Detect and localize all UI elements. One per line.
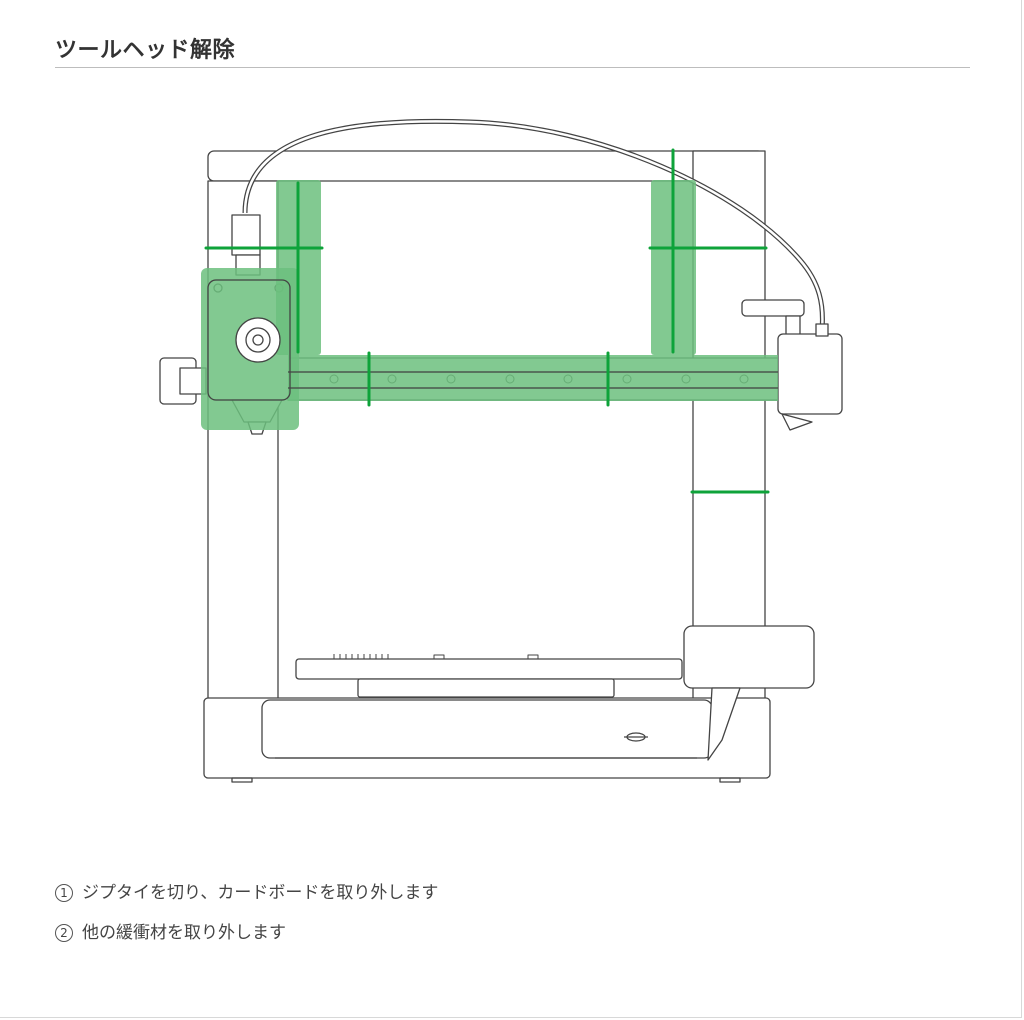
gantry-packing bbox=[288, 355, 778, 401]
step-number-badge: 2 bbox=[55, 924, 73, 942]
step-number-badge: 1 bbox=[55, 884, 73, 902]
title-divider bbox=[55, 67, 970, 68]
instruction-list: 1 ジプタイを切り、カードボードを取り外します 2 他の緩衝材を取り外します bbox=[55, 873, 438, 953]
step-text: 他の緩衝材を取り外します bbox=[82, 923, 286, 943]
page-title: ツールヘッド解除 bbox=[55, 38, 236, 63]
instruction-step: 1 ジプタイを切り、カードボードを取り外します bbox=[55, 873, 438, 913]
instruction-step: 2 他の緩衝材を取り外します bbox=[55, 913, 438, 953]
step-text: ジプタイを切り、カードボードを取り外します bbox=[82, 883, 439, 903]
